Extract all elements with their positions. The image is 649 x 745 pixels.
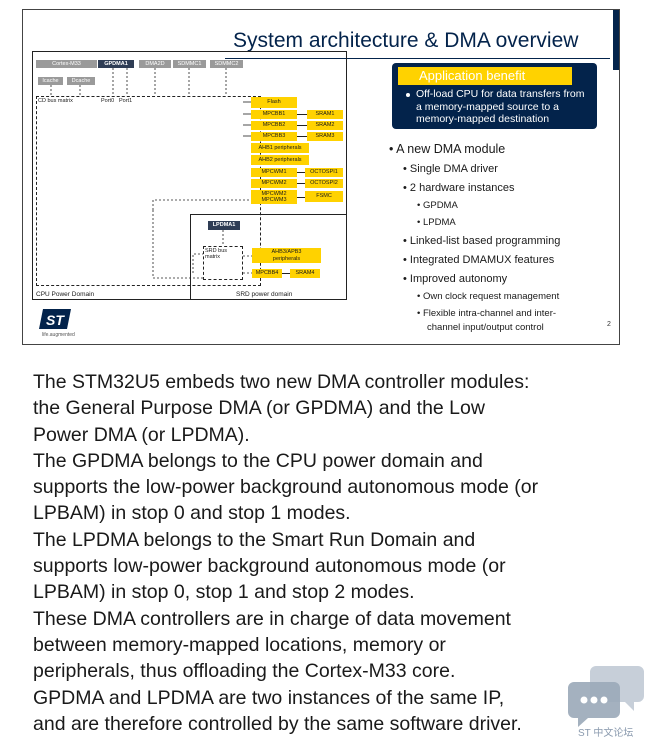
st-logo-icon: ST (39, 309, 71, 329)
bullet-flexible-control-cont: channel input/output control (427, 322, 544, 333)
ahb3-apb3-peripherals-box: AHB3/APB3 peripherals (252, 248, 321, 263)
ahb2-peripherals-box: AHB2 peripherals (251, 155, 309, 165)
bullet-single-driver: • Single DMA driver (403, 163, 498, 175)
bullet-hw-instances: • 2 hardware instances (403, 182, 515, 194)
octospi2-box: OCTOSPI2 (305, 179, 343, 188)
mpcbb4-box: MPCBB4 (252, 269, 282, 278)
mpcwm3-box: MPCWM2 MPCWM3 (251, 190, 297, 204)
architecture-diagram: CPU Power Domain Cortex-M33 GPDMA1 DMA2D… (23, 10, 383, 300)
watermark-text: ST 中文论坛 (578, 728, 634, 739)
mpcwm2-box: MPCWM2 (251, 179, 297, 188)
mpcwm1-box: MPCWM1 (251, 168, 297, 177)
sram4-box: SRAM4 (290, 269, 320, 278)
port0-label: Port0 (101, 98, 115, 104)
master-sdmmc2: SDMMC2 (210, 60, 243, 68)
notes-line: These DMA controllers are in charge of d… (33, 607, 511, 630)
speaker-notes: The STM32U5 embeds two new DMA controlle… (33, 369, 633, 737)
bullet-new-dma-module: • A new DMA module (389, 142, 506, 156)
mpcbb2-box: MPCBB2 (251, 121, 297, 130)
port1-label: Port1 (119, 98, 133, 104)
notes-line: the General Purpose DMA (or GPDMA) and t… (33, 397, 485, 420)
master-gpdma1: GPDMA1 (98, 60, 134, 68)
ahb3-apb3-label: AHB3/APB3 peripherals (271, 249, 302, 262)
master-dma2d: DMA2D (139, 60, 171, 68)
sram2-box: SRAM2 (307, 121, 343, 130)
srd-bus-matrix-box (203, 246, 243, 280)
sram3-box: SRAM3 (307, 132, 343, 141)
notes-line: The STM32U5 embeds two new DMA controlle… (33, 371, 530, 393)
octospi1-box: OCTOSPI1 (305, 168, 343, 177)
benefit-text: Off-load CPU for data transfers from a m… (416, 88, 585, 125)
bullet-autonomy: • Improved autonomy (403, 273, 508, 285)
notes-line: The GPDMA belongs to the CPU power domai… (33, 449, 483, 472)
mpcwm3-label: MPCWM2 MPCWM3 (261, 190, 287, 203)
fsmc-box: FSMC (305, 191, 343, 202)
master-sdmmc1: SDMMC1 (173, 60, 206, 68)
slide: System architecture & DMA overview CPU P… (22, 9, 620, 345)
notes-line: LPBAM) in stop 0, stop 1 and stop 2 mode… (33, 581, 415, 604)
master-cortex-m33: Cortex-M33 (36, 60, 97, 68)
application-benefit-box: Application benefit Off-load CPU for dat… (392, 63, 597, 129)
bullet-gpdma: • GPDMA (417, 200, 458, 211)
bullet-clock-request: • Own clock request management (417, 291, 560, 302)
notes-line: The LPDMA belongs to the Smart Run Domai… (33, 528, 476, 551)
lpdma1-box: LPDMA1 (208, 221, 240, 230)
cpu-power-domain-label: CPU Power Domain (36, 291, 95, 298)
flash-box: Flash (251, 97, 297, 108)
notes-line: supports low-power background autonomous… (33, 555, 506, 578)
cd-bus-matrix-label: CD bus matrix (38, 98, 73, 104)
cpu-power-domain-box (32, 51, 347, 300)
svg-text:ST: ST (46, 312, 65, 328)
notes-line: LPBAM) in stop 0 and stop 1 modes. (33, 502, 351, 525)
icache: Icache (38, 77, 63, 85)
srd-bus-matrix-label: SRD bus matrix (205, 248, 228, 261)
notes-line: between memory-mapped locations, memory … (33, 633, 446, 656)
notes-line: GPDMA and LPDMA are two instances of the… (33, 686, 505, 709)
bullet-flexible-control: • Flexible intra-channel and inter- (417, 308, 557, 319)
page-number: 2 (607, 321, 611, 328)
title-underline (225, 58, 610, 59)
benefit-title: Application benefit (398, 67, 572, 85)
notes-line: and are therefore controlled by the same… (33, 712, 522, 735)
dcache: Dcache (67, 77, 95, 85)
ahb1-peripherals-box: AHB1 peripherals (251, 143, 309, 153)
srd-power-domain-label: SRD power domain (236, 291, 293, 298)
slide-accent-bar (613, 10, 619, 70)
srd-power-domain-box (190, 214, 347, 300)
bullet-lpdma: • LPDMA (417, 217, 456, 228)
notes-line: supports the low-power background autono… (33, 476, 539, 499)
diagram-connectors (50, 68, 252, 279)
notes-line: Power DMA (or LPDMA). (33, 423, 250, 446)
chat-bubbles-icon (568, 666, 644, 727)
sram1-box: SRAM1 (307, 110, 343, 119)
mpcbb3-box: MPCBB3 (251, 132, 297, 141)
notes-line: peripherals, thus offloading the Cortex-… (33, 660, 456, 683)
bullet-dmamux: • Integrated DMAMUX features (403, 254, 555, 266)
slide-title: System architecture & DMA overview (233, 29, 579, 52)
benefit-bullet (406, 93, 410, 97)
logo-tagline: life.augmented (42, 332, 75, 338)
mpcbb1-box: MPCBB1 (251, 110, 297, 119)
bullet-linked-list: • Linked-list based programming (403, 235, 561, 247)
